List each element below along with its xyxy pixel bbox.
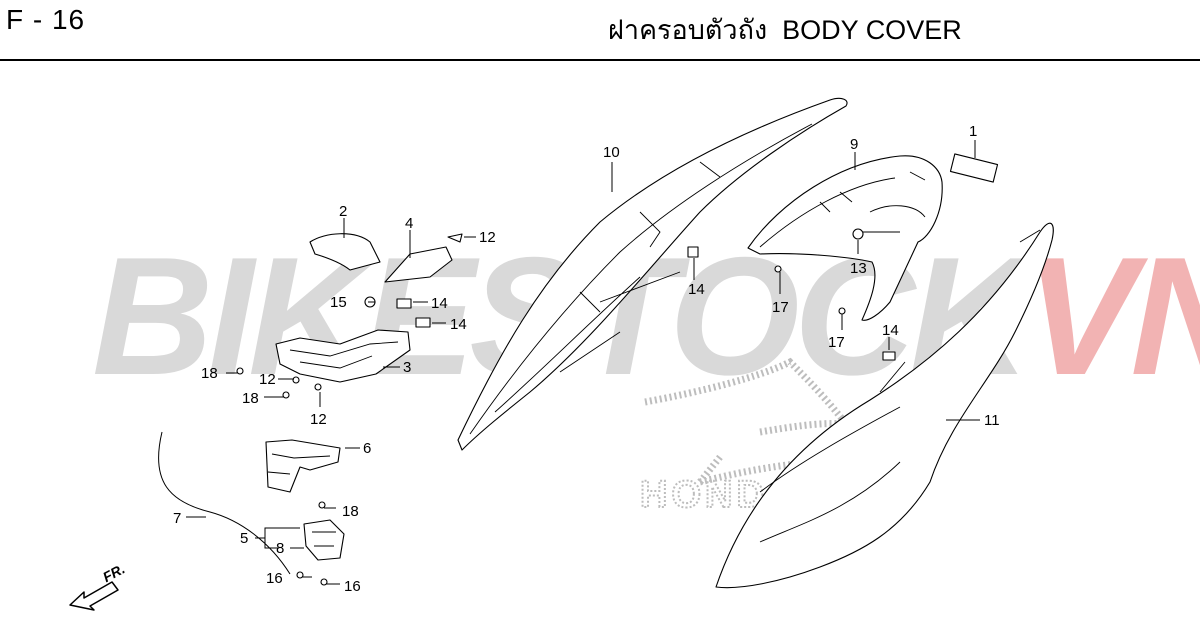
- callout-6: 6: [363, 440, 371, 457]
- part-14-clip-b: [415, 317, 431, 328]
- part-12-screw-c: [314, 383, 322, 391]
- callout-18-c: 18: [342, 503, 359, 520]
- watermark-accent: VN: [1024, 222, 1200, 410]
- part-9-rear-upper-cover: [747, 155, 943, 321]
- part-2-small-cover: [309, 233, 381, 271]
- callout-9: 9: [850, 136, 858, 153]
- part-13-grommet: [852, 228, 864, 240]
- callout-numbers: 1 2 3 4 5 6 7 8 9 10 11 12 12 12 13 14 1…: [173, 123, 1000, 595]
- front-arrow-icon: [69, 581, 119, 611]
- callout-4: 4: [405, 215, 413, 232]
- front-direction-indicator: FR.: [69, 560, 127, 611]
- callout-2: 2: [339, 203, 347, 220]
- callout-11: 11: [984, 412, 1000, 429]
- part-10-side-cover: [457, 97, 848, 451]
- callout-17-a: 17: [772, 299, 789, 316]
- callout-10: 10: [603, 144, 620, 161]
- callout-16-a: 16: [266, 570, 283, 587]
- part-16-screw-a: [296, 571, 304, 579]
- callout-18-b: 18: [242, 390, 259, 407]
- callout-12-a: 12: [479, 229, 496, 246]
- callout-16-b: 16: [344, 578, 361, 595]
- callout-1: 1: [969, 123, 977, 140]
- part-14-clip-c: [687, 246, 699, 258]
- callout-18-a: 18: [201, 365, 218, 382]
- page-title-thai: ฝาครอบตัวถัง: [608, 15, 768, 45]
- fasteners: [236, 228, 896, 586]
- callout-7: 7: [173, 510, 181, 527]
- leader-lines: [186, 140, 980, 585]
- part-18-screw-b: [282, 391, 290, 399]
- callout-14-d: 14: [882, 322, 899, 339]
- part-18-screw-a: [236, 367, 244, 375]
- callout-5: 5: [240, 530, 248, 547]
- part-17-screw-a: [774, 265, 782, 273]
- callout-14-a: 14: [431, 295, 448, 312]
- part-16-screw-b: [320, 578, 328, 586]
- page-title-english: BODY COVER: [782, 15, 962, 45]
- callout-15: 15: [330, 294, 347, 311]
- part-14-clip-d: [882, 351, 896, 361]
- part-12-screw-b: [292, 376, 300, 384]
- part-6-housing: [265, 439, 341, 493]
- callout-3: 3: [403, 359, 411, 376]
- honda-wing-logo: [644, 357, 873, 486]
- callout-8: 8: [276, 540, 284, 557]
- callout-12-b: 12: [259, 371, 276, 388]
- part-3-tail-light: [275, 329, 411, 383]
- parts-diagram: BIKESTOCKVN HONDA: [69, 97, 1200, 611]
- callout-13: 13: [850, 260, 867, 277]
- part-17-screw-b: [838, 307, 846, 315]
- part-5-latch-assembly: [303, 519, 345, 561]
- page-code: F - 16: [6, 4, 86, 35]
- callout-14-b: 14: [450, 316, 467, 333]
- part-11-body-cover: [715, 222, 1054, 589]
- callout-12-c: 12: [310, 411, 327, 428]
- callout-17-b: 17: [828, 334, 845, 351]
- front-label: FR.: [100, 560, 127, 585]
- part-18-screw-c: [318, 501, 326, 509]
- callout-14-c: 14: [688, 281, 705, 298]
- part-1-badge: [949, 153, 999, 183]
- part-12-screw-a: [447, 233, 463, 243]
- honda-wing-icon: [644, 357, 873, 486]
- title-divider: [0, 59, 1200, 61]
- page-title: ฝาครอบตัวถัง BODY COVER: [608, 8, 962, 51]
- part-14-clip-a: [396, 298, 412, 309]
- part-4-panel: [384, 246, 453, 283]
